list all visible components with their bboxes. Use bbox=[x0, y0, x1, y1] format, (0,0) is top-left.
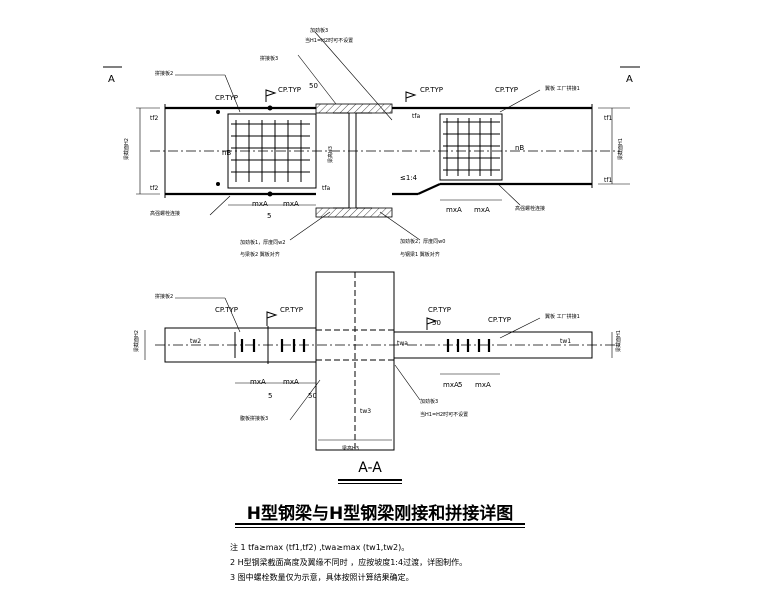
H3-plan: 梁高H3 bbox=[342, 445, 359, 452]
splice-web3-label: 腹板拼接板3 bbox=[240, 415, 268, 422]
fab-splice-label: 翼板 工厂拼接1 bbox=[545, 85, 580, 92]
note-3: 3 图中螺栓数量仅为示意，具体按照计算结果确定。 bbox=[230, 573, 414, 582]
dim-50-plan-2: 50 bbox=[432, 319, 441, 327]
splice-plate3-label: 拼接板3 bbox=[260, 55, 278, 62]
title-underline-thin bbox=[235, 527, 525, 528]
h-equal-note: 当H1=H2时可不设置 bbox=[305, 37, 353, 44]
beam-left-plan: 梁截面H2 bbox=[133, 330, 140, 352]
stiff2-label: 加劲板2，厚度同w0 bbox=[400, 238, 445, 245]
mxA-plan-1: mxA bbox=[250, 378, 266, 386]
gap-5-top: 5 bbox=[267, 212, 271, 220]
mxA-left-1: mxA bbox=[252, 200, 268, 208]
cp-typ-plan-1: CP.TYP bbox=[215, 306, 238, 314]
cp-typ-label-4: CP.TYP bbox=[495, 86, 518, 94]
note-w0: 与钢梁1 翼板对齐 bbox=[400, 251, 440, 258]
stiffener3-label: 加劲板3 bbox=[310, 27, 328, 34]
tf2-top: tf2 bbox=[150, 115, 158, 122]
note-1: 注 1 tfa≥max (tf1,tf2) ,twa≥max (tw1,tw2)… bbox=[230, 543, 410, 552]
mxA-right-2: mxA bbox=[474, 206, 490, 214]
tw3-label: tw3 bbox=[360, 408, 371, 415]
mxA-right-1: mxA bbox=[446, 206, 462, 214]
slope-label: ≤1:4 bbox=[400, 174, 418, 182]
cp-typ-plan-4: CP.TYP bbox=[488, 316, 511, 324]
mxA-plan-4: mxA bbox=[475, 381, 491, 389]
elevation-view bbox=[136, 31, 630, 241]
mxA-left-2: mxA bbox=[283, 200, 299, 208]
nB-left: nB bbox=[222, 149, 231, 157]
bolt-note-right: 高强螺栓连接 bbox=[515, 205, 545, 212]
bolt-grid-left bbox=[231, 120, 310, 182]
splice-plate2-label: 拼接板2 bbox=[155, 70, 173, 77]
tw1-label: tw1 bbox=[560, 338, 571, 345]
splice-plate2-plan: 拼接板2 bbox=[155, 293, 173, 300]
beam-left-label: 梁截面H2 bbox=[123, 138, 130, 160]
beam-right-plan: 梁截面H1 bbox=[615, 330, 622, 352]
cp-typ-label-2: CP.TYP bbox=[278, 86, 301, 94]
nB-right: nB bbox=[515, 144, 524, 152]
section-title-underline bbox=[338, 479, 402, 481]
section-mark-left: A bbox=[103, 66, 122, 85]
fab-splice-plan: 翼板 工厂拼接1 bbox=[545, 313, 580, 320]
bolts-plan-left bbox=[240, 326, 306, 364]
stiff1-label: 加劲板1，厚度同w2 bbox=[240, 239, 285, 246]
notes: 注 1 tfa≥max (tf1,tf2) ,twa≥max (tw1,tw2)… bbox=[230, 540, 710, 585]
bolt-note-left: 高强螺栓连接 bbox=[150, 210, 180, 217]
tfa-label: tfa bbox=[322, 185, 330, 192]
gap-5-plan-1: 5 bbox=[268, 392, 272, 400]
plan-view bbox=[144, 271, 620, 451]
stiffener3-plan: 加劲板3 bbox=[420, 398, 438, 405]
bolts-plan-right bbox=[446, 339, 491, 352]
cp-typ-plan-2: CP.TYP bbox=[280, 306, 303, 314]
H3-label: 梁高H3 bbox=[327, 146, 334, 163]
dim-50-top: 50 bbox=[309, 82, 318, 90]
tfa-label-r: tfa bbox=[412, 113, 420, 120]
tf2-bot: tf2 bbox=[150, 185, 158, 192]
cp-typ-plan-3: CP.TYP bbox=[428, 306, 451, 314]
tf1-top: tf1 bbox=[604, 115, 612, 122]
gap-5-plan-2: 5 bbox=[458, 381, 462, 389]
h-equal-plan: 当H1=H2时可不设置 bbox=[420, 411, 468, 418]
drawing-title: H型钢梁与H型钢梁刚接和拼接详图 bbox=[246, 504, 514, 524]
section-title-underline-thin bbox=[338, 483, 402, 484]
note-2: 2 H型钢梁截面高度及翼缘不同时 ，应按坡度1:4过渡，详图制作。 bbox=[230, 558, 468, 567]
cp-typ-label-3: CP.TYP bbox=[420, 86, 443, 94]
cp-typ-label-1: CP.TYP bbox=[215, 94, 238, 102]
beam-right-label: 梁截面H1 bbox=[617, 138, 624, 160]
section-mark-right: A bbox=[620, 66, 640, 85]
mxA-plan-2: mxA bbox=[283, 378, 299, 386]
title-underline bbox=[235, 523, 525, 525]
mxA-plan-3: mxA bbox=[443, 381, 459, 389]
dim-50-plan-1: 50 bbox=[308, 392, 317, 400]
svg-text:A: A bbox=[108, 74, 115, 85]
tf1-bot: tf1 bbox=[604, 177, 612, 184]
note-w2: 与梁板2 翼板对齐 bbox=[240, 251, 280, 258]
tw2-label: tw2 bbox=[190, 338, 201, 345]
bolt-grid-right bbox=[443, 118, 500, 176]
section-title: A-A bbox=[358, 460, 382, 476]
svg-text:A: A bbox=[626, 74, 633, 85]
twa-label: twa bbox=[397, 340, 408, 347]
